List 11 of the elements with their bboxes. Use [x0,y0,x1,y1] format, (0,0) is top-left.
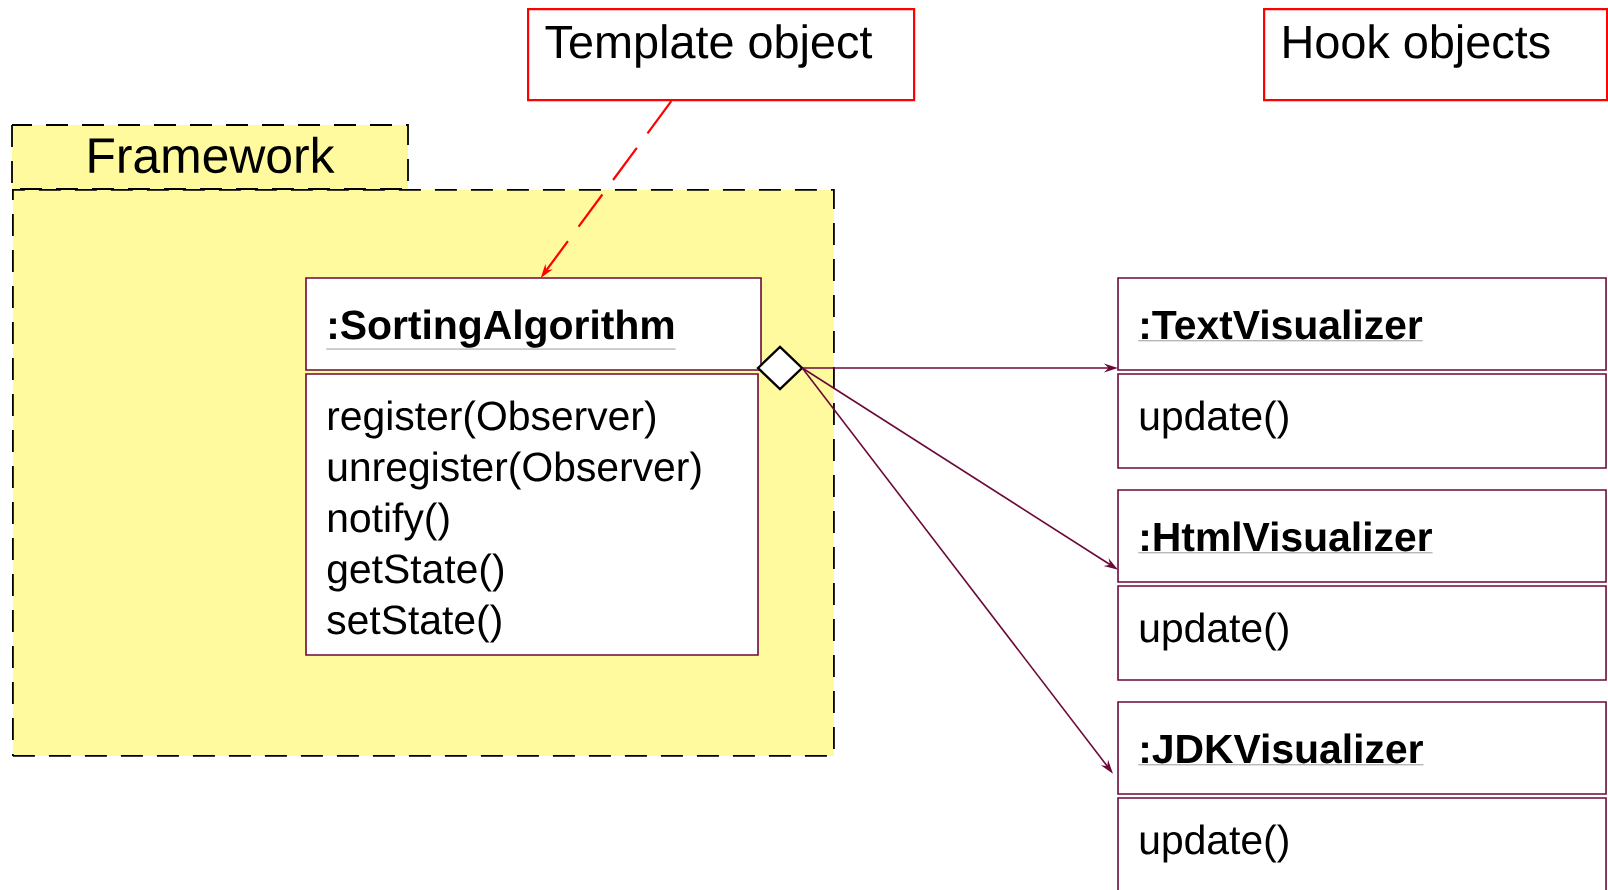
class-box: :SortingAlgorithm register(Observer) unregister(Observer) notify() getState() setState() [305,277,762,656]
node-label: :SortingAlgorithm [330,309,674,348]
node-label: Framework [89,136,335,174]
class-box: :TextVisualizer update() [1117,277,1607,469]
note-box: Hook objects [1263,8,1608,102]
node-label: :JDKVisualizer [1142,733,1423,764]
class-box: :JDKVisualizer update() [1117,701,1607,890]
class-box: :HtmlVisualizer update() [1117,489,1607,681]
node-label: :HtmlVisualizer [1142,521,1432,552]
node-label: :TextVisualizer [1142,309,1423,340]
note-box: Template object [527,8,916,102]
